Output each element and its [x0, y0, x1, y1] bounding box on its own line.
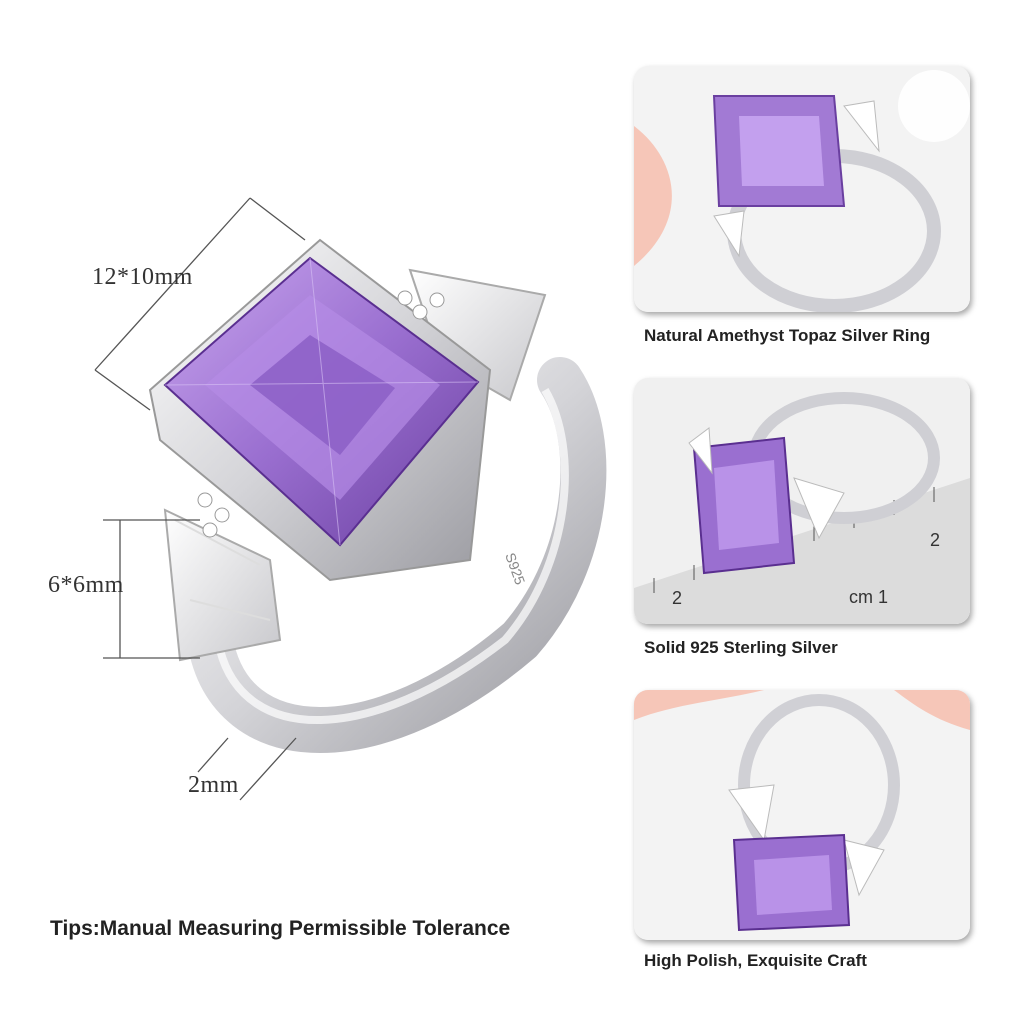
ring-on-ruler-image: 2 cm 1 2: [634, 378, 970, 624]
dimension-center-stone: 12*10mm: [92, 264, 193, 290]
dimension-lines: [94, 197, 306, 801]
panel-3-caption: High Polish, Exquisite Craft: [644, 951, 867, 970]
panel-2-caption: Solid 925 Sterling Silver: [644, 638, 838, 657]
dimension-side-stone: 6*6mm: [48, 572, 124, 598]
center-amethyst: [163, 256, 480, 547]
product-photo-panel-2: 2 cm 1 2: [634, 378, 970, 624]
product-photo-panel-3: [634, 690, 970, 940]
panel-1-caption: Natural Amethyst Topaz Silver Ring: [644, 326, 931, 345]
band-stamp: S925: [502, 551, 528, 587]
ring-band: [187, 357, 607, 753]
ring-front-view-image: [634, 66, 970, 312]
side-stone-left: [163, 508, 282, 662]
main-ring-illustration: S925: [94, 197, 607, 801]
dimension-band-width: 2mm: [188, 772, 239, 798]
accent-diamonds-left: [197, 492, 230, 538]
accent-diamonds-right: [397, 290, 445, 320]
ruler-label-1: 2: [672, 588, 682, 608]
product-photo-panel-1: [634, 66, 970, 312]
ruler-label-2: cm 1: [849, 587, 888, 607]
tips-text: Tips:Manual Measuring Permissible Tolera…: [50, 917, 511, 940]
ruler-label-3: 2: [930, 530, 940, 550]
ring-back-view-image: [634, 690, 970, 940]
